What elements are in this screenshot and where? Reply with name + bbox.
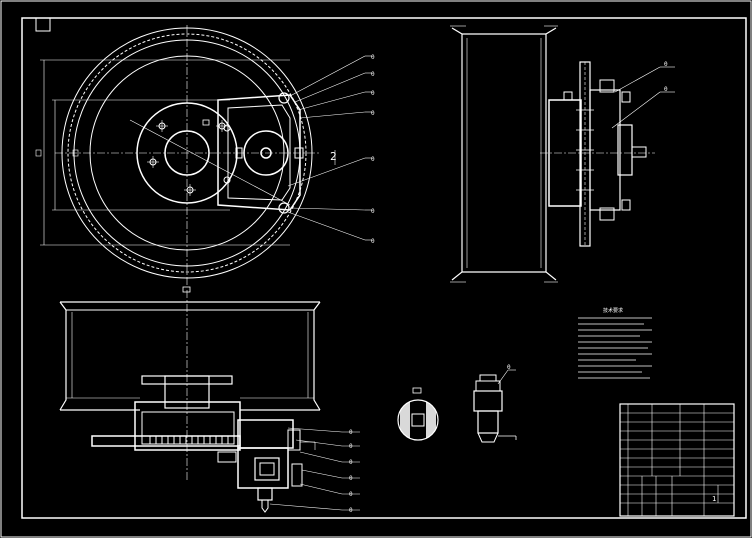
callout-top-7: 0 [371, 238, 375, 245]
front-callouts [287, 55, 372, 241]
callout-side-2: 0 [664, 86, 668, 93]
side-view [450, 25, 675, 283]
title-scale: 1 [712, 495, 716, 503]
callout-bottom-5: 0 [349, 491, 353, 498]
callout-bottom-3: 0 [349, 459, 353, 466]
caliper-bolt-bottom [278, 202, 290, 214]
caliper-inner [227, 104, 291, 201]
callout-top-6: 0 [371, 208, 375, 215]
notes-title: 技术要求 [603, 307, 623, 314]
callout-top-1: 0 [371, 54, 375, 61]
callout-bottom-4: 0 [349, 475, 353, 482]
side-caliper [589, 89, 621, 211]
corner-box [35, 17, 51, 32]
tire-dashed-circle [67, 33, 307, 273]
bottom-section-view [59, 286, 360, 513]
callout-top-5: 0 [371, 156, 375, 163]
front-view: 2 [35, 25, 337, 285]
callout-bottom-1: 0 [349, 429, 353, 436]
callout-bottom-2: 0 [349, 443, 353, 450]
detail-round-section [397, 387, 439, 441]
caliper-body [217, 94, 301, 211]
title-block [619, 403, 735, 517]
piston-center [260, 147, 272, 159]
caliper-bolt-top [278, 92, 290, 104]
callout-bottom-6: 0 [349, 507, 353, 514]
callout-top-3: 0 [371, 90, 375, 97]
technical-notes [578, 317, 652, 379]
diag-line [129, 119, 291, 206]
detail-pin [473, 369, 517, 443]
callout-top-2: 0 [371, 71, 375, 78]
callout-top-4: 0 [371, 110, 375, 117]
inner-border [21, 17, 747, 519]
detail-label: 0 [507, 364, 511, 371]
dim-label-front: 2 [330, 150, 337, 163]
piston-circle [243, 130, 289, 176]
callout-side-1: 0 [664, 61, 668, 68]
